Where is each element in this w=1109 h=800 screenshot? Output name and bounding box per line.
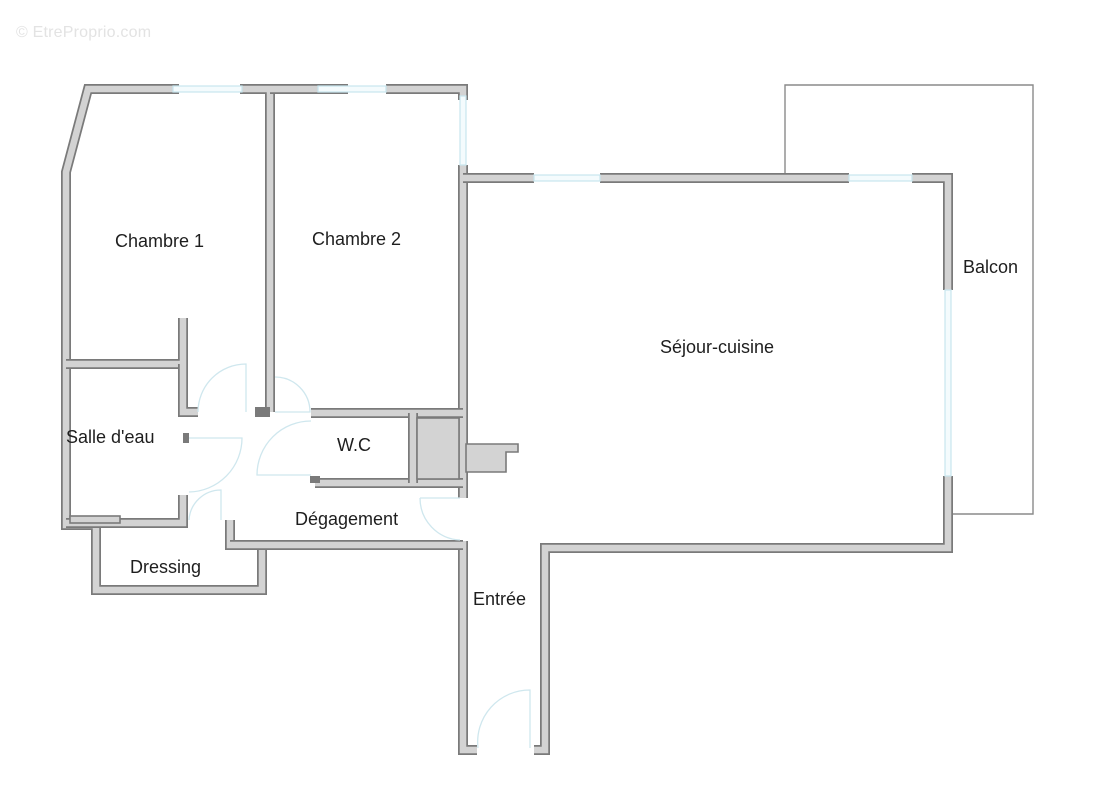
label-chambre-1: Chambre 1 bbox=[115, 231, 204, 251]
label-balcon: Balcon bbox=[963, 257, 1018, 277]
window-sejour-2 bbox=[848, 174, 913, 182]
window-sejour-balcon bbox=[944, 289, 952, 477]
window-chambre1 bbox=[172, 85, 243, 93]
window-sejour-1 bbox=[533, 174, 601, 182]
duct-shaft-small bbox=[465, 443, 519, 473]
room-labels: Chambre 1 Chambre 2 Séjour-cuisine Balco… bbox=[66, 229, 1018, 609]
doors bbox=[188, 363, 531, 749]
label-chambre-2: Chambre 2 bbox=[312, 229, 401, 249]
balcony-outline bbox=[784, 84, 1034, 515]
window-chambre2-side bbox=[459, 95, 467, 166]
window-chambre2 bbox=[317, 85, 387, 93]
label-wc: W.C bbox=[337, 435, 371, 455]
label-dressing: Dressing bbox=[130, 557, 201, 577]
label-entree: Entrée bbox=[473, 589, 526, 609]
label-sejour-cuisine: Séjour-cuisine bbox=[660, 337, 774, 357]
watermark: © EtreProprio.com bbox=[16, 24, 152, 41]
windows bbox=[172, 85, 952, 477]
walls bbox=[61, 84, 953, 755]
duct-shaft bbox=[416, 417, 460, 480]
label-degagement: Dégagement bbox=[295, 509, 398, 529]
label-salle-deau: Salle d'eau bbox=[66, 427, 155, 447]
